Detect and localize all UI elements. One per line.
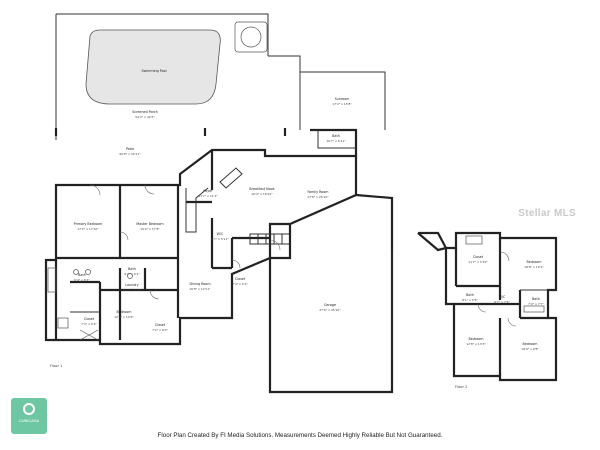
room-label: Dining Room xyxy=(189,282,210,286)
room-label: Bedroom xyxy=(117,310,132,314)
screen-enclosure-east xyxy=(268,55,301,130)
upper-bath xyxy=(317,130,356,149)
room-dims: 10'8" x 14'6" xyxy=(114,315,134,319)
main-exterior xyxy=(44,148,358,346)
room-label: Bath xyxy=(78,273,86,277)
room-dims: 10'2" x 8'10" xyxy=(122,288,142,292)
room-label: Bedroom xyxy=(527,260,542,264)
room-dims: 8'1" x 5'6" xyxy=(462,298,478,302)
room-dims: 7'4" x 5'4" xyxy=(81,322,97,326)
room-dims: 54'2" x 42'5" xyxy=(135,115,155,119)
room-label: W/C xyxy=(499,295,506,299)
upstairs-tub xyxy=(465,235,483,245)
room-dims: 6'4" x 8'1" xyxy=(74,278,90,282)
room-dims: 16'4" x 18'10" xyxy=(251,192,273,196)
kitchen-counter xyxy=(185,187,209,233)
shower xyxy=(57,317,69,329)
room-label: Closet xyxy=(155,323,166,327)
spa-tub xyxy=(240,26,262,48)
kitchen-island xyxy=(219,167,243,189)
room-label: Master Bedroom xyxy=(136,222,163,226)
room-label: Closet xyxy=(473,255,484,259)
floor-2-balcony xyxy=(417,232,447,252)
room-dims: 15'0" x 17'8" xyxy=(140,227,160,231)
room-label: Bath xyxy=(466,293,474,297)
footer-disclaimer: Floor Plan Created By FI Media Solutions… xyxy=(157,432,443,439)
screen-enclosure xyxy=(56,13,269,56)
room-label: Patio xyxy=(126,147,134,151)
spa xyxy=(234,21,268,53)
floor-2-label: Floor 2 xyxy=(455,385,467,389)
room-label: Swimming Pool xyxy=(141,69,166,73)
floor-1-label: Floor 1 xyxy=(50,364,62,368)
room-dims: 7'2" x 6'0" xyxy=(152,328,168,332)
room-dims: 9'2" x 6'1" xyxy=(124,272,140,276)
room-dims: 11'7" x 11'1" xyxy=(198,194,218,198)
cubicasa-logo: CUBICASA xyxy=(11,398,47,434)
room-dims: 27'8" x 25'10" xyxy=(307,195,329,199)
room-dims: 11'7" x 5'10" xyxy=(468,260,488,264)
room-label: Breakfast Nook xyxy=(249,187,274,191)
room-label: Garage xyxy=(324,303,336,307)
room-dims: 90'8" x 30'11" xyxy=(119,152,141,156)
room-dims: 6'7" x 5'11" xyxy=(211,237,229,241)
room-label: Primary Bedroom xyxy=(74,222,103,226)
room-dims: 7'4" x 5'4" xyxy=(232,282,248,286)
room-dims: 18'8" x 14'2" xyxy=(524,265,544,269)
room-label: Closet xyxy=(235,277,246,281)
logo-text: CUBICASA xyxy=(18,418,40,423)
sunroom-walls xyxy=(300,71,386,130)
room-dims: 10'7" x 6'11" xyxy=(326,139,346,143)
room-label: Bath xyxy=(128,267,136,271)
room-label: Bath xyxy=(532,297,540,301)
tub xyxy=(47,267,57,293)
room-label: W/C xyxy=(217,232,224,236)
room-dims: 6'7" x 7'4" xyxy=(494,300,510,304)
floor-2: Closet 11'7" x 5'10" Bedroom 18'8" x 14'… xyxy=(417,231,558,389)
room-dims: 17'2" x 17'10" xyxy=(77,227,99,231)
room-label: Bedroom xyxy=(523,342,538,346)
room-dims: 12'8" x 13'3" xyxy=(466,342,486,346)
room-label: Laundry xyxy=(125,283,138,287)
bath-extension xyxy=(310,128,358,156)
room-label: Sunroom xyxy=(335,97,350,101)
room-dims: 17'2" x 15'8" xyxy=(332,102,352,106)
room-dims: 18'9" x 9'8" xyxy=(521,347,539,351)
watermark: Stellar MLS xyxy=(518,208,576,219)
room-dims: 27'6" x 35'10" xyxy=(319,308,341,312)
room-dims: 7'9" x 7'7" xyxy=(528,302,544,306)
floor-2-exterior xyxy=(418,231,558,382)
room-label: Bedroom xyxy=(469,337,484,341)
room-label: Closet xyxy=(84,317,95,321)
room-label: Bath xyxy=(332,134,340,138)
room-label: Foyer xyxy=(203,189,213,193)
floor-1: Swimming Pool Screened Porch 54'2" x 42'… xyxy=(44,13,394,394)
upstairs-vanity xyxy=(523,305,545,313)
room-label: Screened Porch xyxy=(132,110,158,114)
room-label: Family Room xyxy=(307,190,328,194)
garage-walls xyxy=(268,193,394,394)
room-dims: 16'8" x 12'11" xyxy=(189,287,211,291)
swimming-pool xyxy=(85,29,221,105)
logo-icon xyxy=(23,403,35,415)
